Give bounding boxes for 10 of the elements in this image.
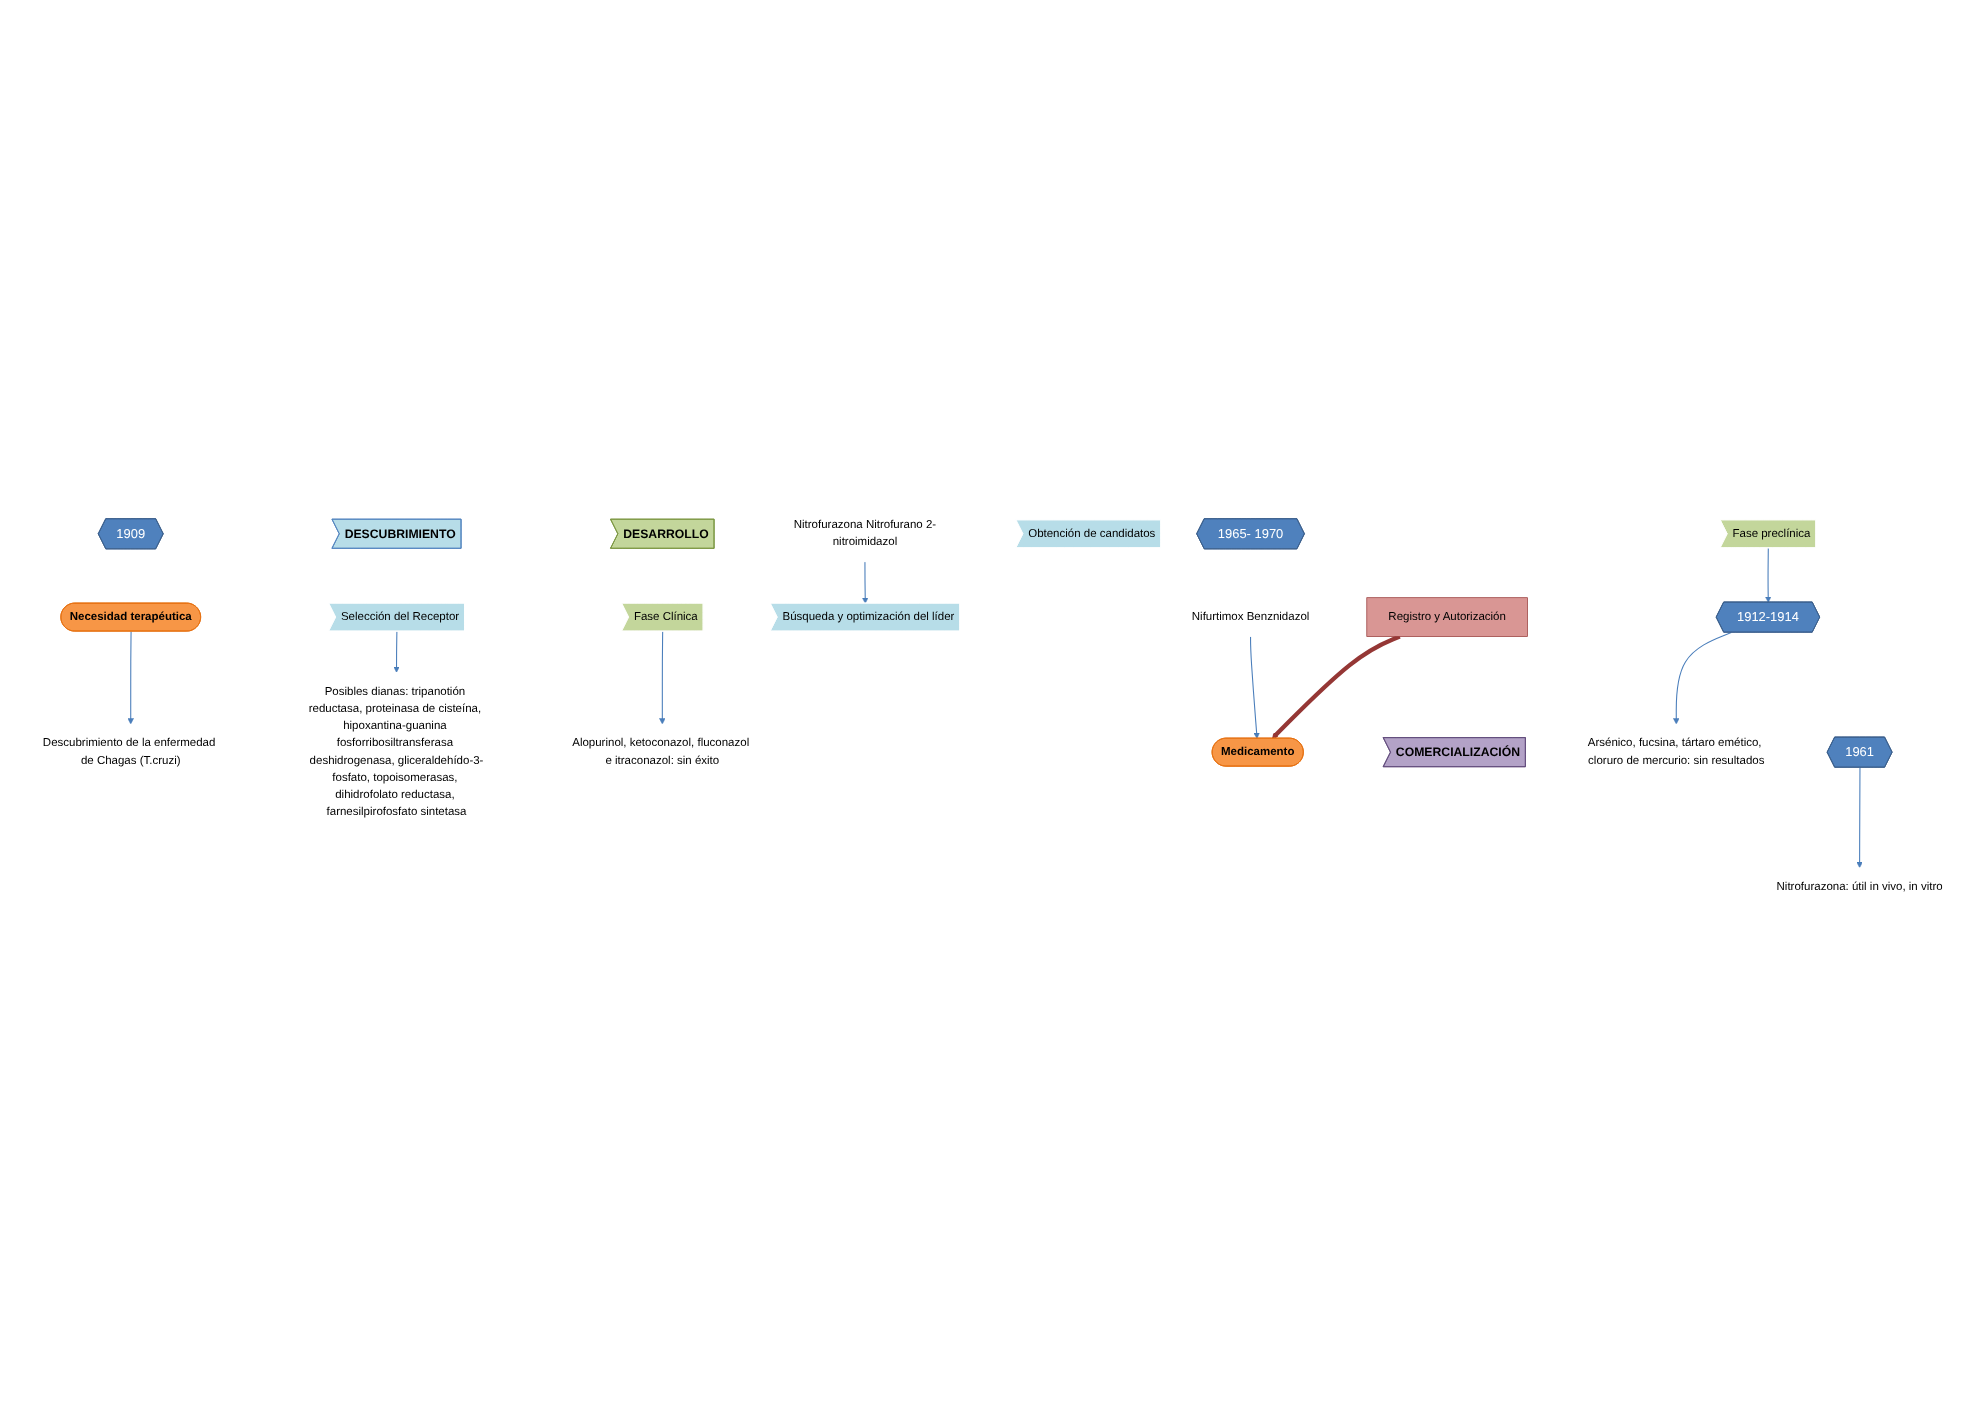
arrow: [659, 631, 666, 726]
arrow: [862, 562, 869, 605]
arrow: [1673, 632, 1732, 726]
arrow: [1250, 636, 1260, 740]
arrow: [1271, 635, 1401, 740]
arrow: [1856, 767, 1863, 869]
arrow: [127, 631, 134, 726]
node-box: [1366, 598, 1528, 638]
arrow: [1765, 548, 1772, 604]
arrow: [393, 631, 400, 674]
